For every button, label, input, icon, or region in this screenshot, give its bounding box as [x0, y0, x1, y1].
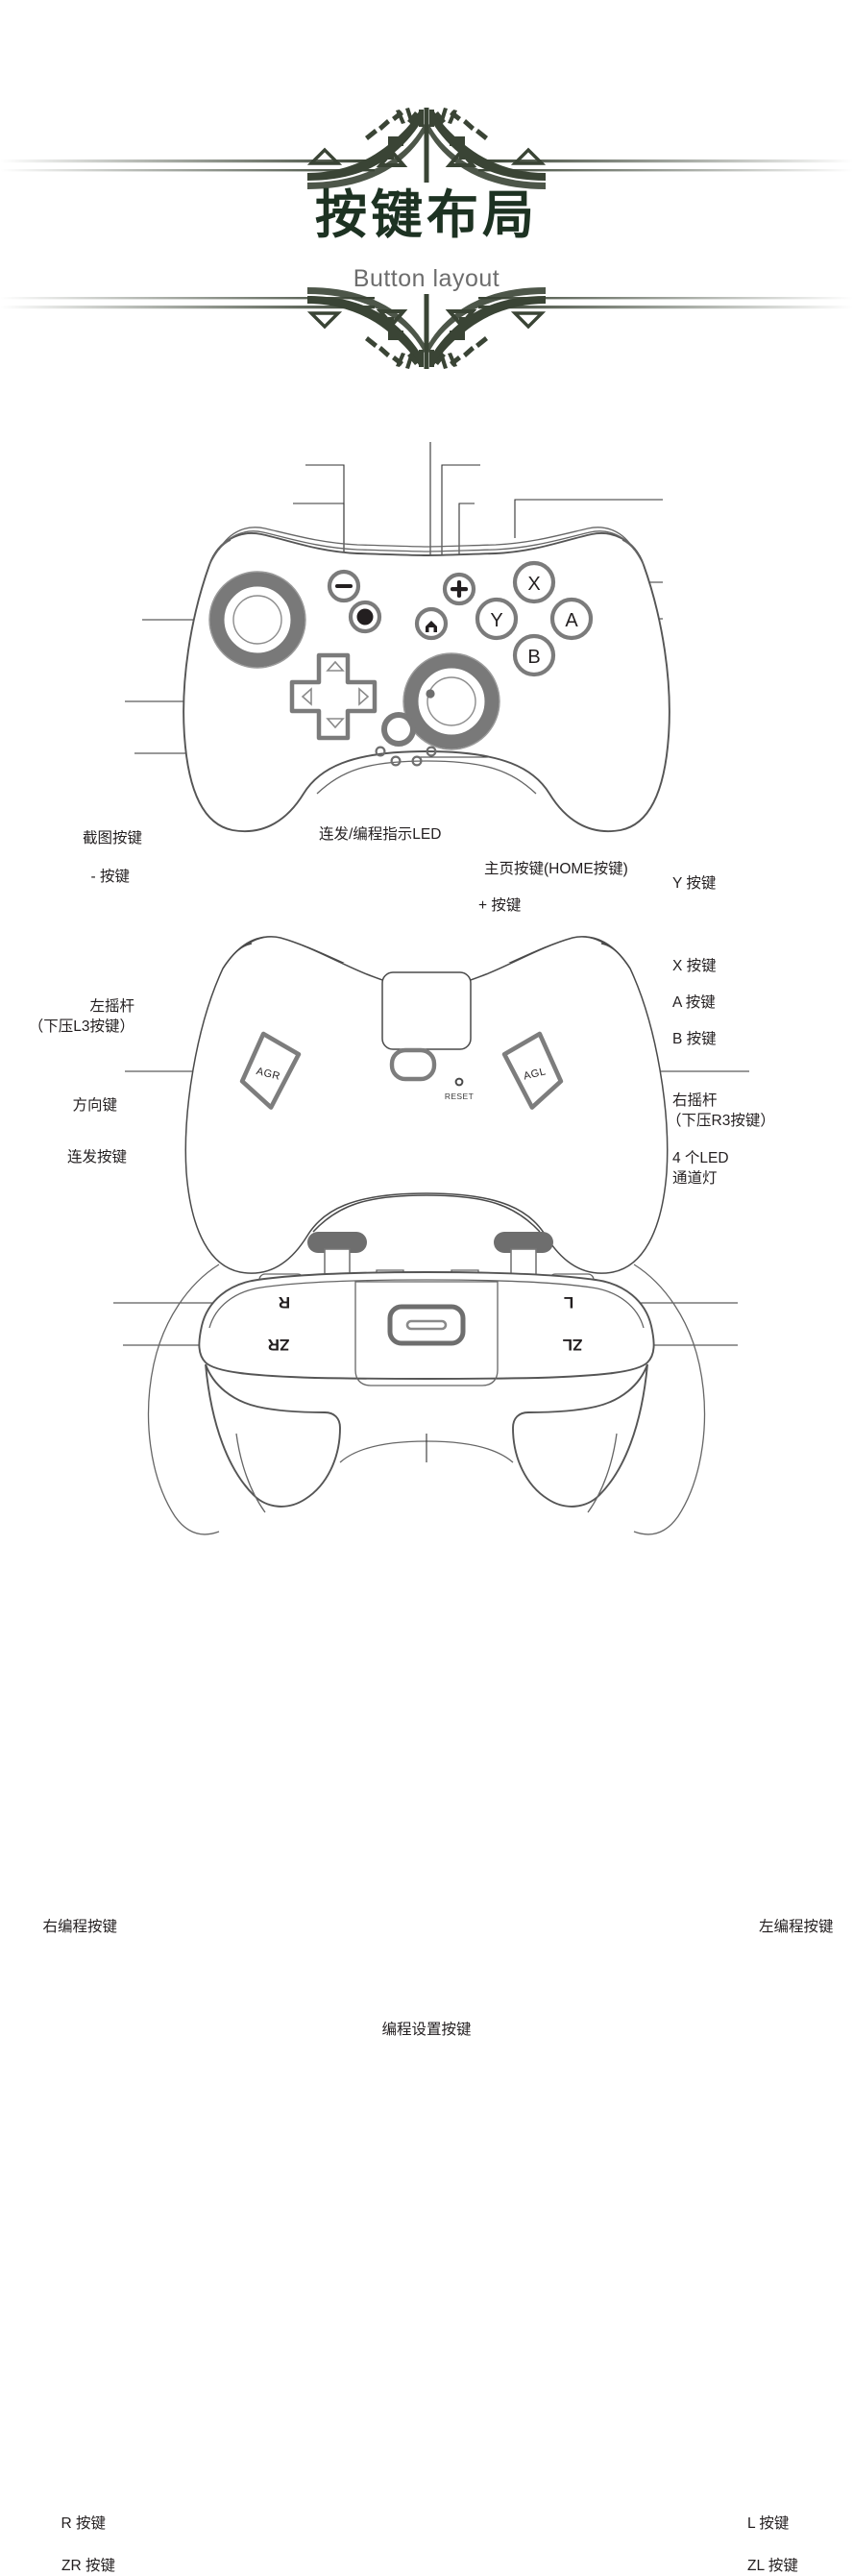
zl-marking: ZL: [563, 1336, 583, 1354]
svg-text:B: B: [527, 647, 540, 668]
label-dpad: 方向键: [72, 1097, 117, 1114]
turbo-button[interactable]: [381, 712, 416, 747]
agl-paddle[interactable]: AGL: [501, 1031, 566, 1110]
label-capture-button: 截图按键: [82, 830, 142, 846]
label-zr-button: ZR 按键: [61, 2558, 115, 2574]
label-y-button: Y 按键: [672, 875, 717, 892]
r-marking: R: [279, 1293, 290, 1312]
left-stick[interactable]: [208, 571, 306, 669]
back-view-diagram: AGR AGL RESET 右编程按键 左编程按键 编程设置按键: [0, 855, 853, 2038]
page-title: 按键布局: [315, 184, 538, 245]
agr-paddle[interactable]: AGR: [237, 1031, 302, 1110]
right-stick-profile: [494, 1232, 553, 1277]
label-right-stick-sub: （下压R3按键）: [667, 1113, 775, 1129]
right-stick[interactable]: [402, 652, 500, 750]
label-x-button: X 按键: [672, 958, 717, 974]
front-view-diagram: X Y A B: [0, 404, 853, 1187]
page-subtitle: Button layout: [353, 265, 500, 292]
usb-c-port: [387, 1304, 466, 1346]
label-plus-button: + 按键: [478, 897, 522, 914]
face-button-y[interactable]: Y: [475, 597, 519, 641]
label-right-program-button: 右编程按键: [42, 1919, 117, 1935]
face-button-x[interactable]: X: [512, 560, 556, 604]
reset-pinhole[interactable]: RESET: [445, 1077, 474, 1101]
agr-paddle-label: AGR: [256, 1066, 281, 1083]
face-button-b[interactable]: B: [512, 633, 556, 677]
label-l-button: L 按键: [747, 2515, 790, 2532]
battery-cover: [381, 971, 472, 1050]
agl-paddle-label: AGL: [523, 1066, 548, 1082]
front-body: [183, 527, 670, 833]
dpad-left-icon: [301, 687, 312, 706]
label-minus-button: - 按键: [90, 869, 130, 885]
label-a-button: A 按键: [672, 994, 716, 1011]
svg-text:A: A: [565, 610, 578, 631]
shoulder-view-diagram: R L ZR ZL R 按键 ZR 按键 L 按键 ZL 按键: [0, 1220, 853, 2574]
label-turbo-button: 连发按键: [66, 1149, 127, 1165]
capture-button[interactable]: [348, 600, 382, 634]
back-body: [184, 936, 669, 1274]
shoulder-body: [147, 1232, 706, 1535]
label-left-program-button: 左编程按键: [759, 1919, 834, 1935]
dpad-up-icon: [326, 660, 345, 672]
label-program-set-button: 编程设置按键: [381, 2022, 472, 2038]
led-channel-indicators: [375, 746, 437, 767]
dpad-right-icon: [358, 687, 370, 706]
dpad[interactable]: [289, 652, 378, 741]
reset-label: RESET: [445, 1092, 474, 1101]
l-marking: L: [564, 1293, 573, 1312]
minus-button[interactable]: [327, 569, 361, 603]
label-led-channels: 4 个LED: [672, 1150, 729, 1166]
face-button-a[interactable]: A: [549, 597, 594, 641]
plus-button[interactable]: [442, 572, 476, 606]
svg-text:X: X: [527, 574, 540, 595]
svg-text:Y: Y: [490, 610, 502, 631]
dpad-down-icon: [326, 718, 345, 729]
label-r-button: R 按键: [61, 2515, 106, 2532]
ornament-bottom: [0, 287, 853, 369]
label-right-stick: 右摇杆: [672, 1092, 718, 1109]
page-header: 按键布局 Button layout: [0, 0, 853, 384]
left-stick-profile: [307, 1232, 367, 1277]
label-turbo-led: 连发/编程指示LED: [319, 826, 442, 843]
label-b-button: B 按键: [672, 1031, 717, 1047]
label-left-stick: 左摇杆: [89, 998, 134, 1015]
ornament-top: [0, 108, 853, 189]
label-led-channels-sub: 通道灯: [672, 1170, 718, 1187]
label-left-stick-sub: （下压L3按键）: [28, 1018, 134, 1035]
label-home-button: 主页按键(HOME按键): [484, 861, 628, 877]
zr-marking: ZR: [268, 1336, 290, 1354]
label-zl-button: ZL 按键: [747, 2558, 798, 2574]
home-button[interactable]: [414, 606, 449, 641]
turbo-led-indicator: [426, 689, 435, 699]
program-set-button[interactable]: [389, 1047, 437, 1082]
